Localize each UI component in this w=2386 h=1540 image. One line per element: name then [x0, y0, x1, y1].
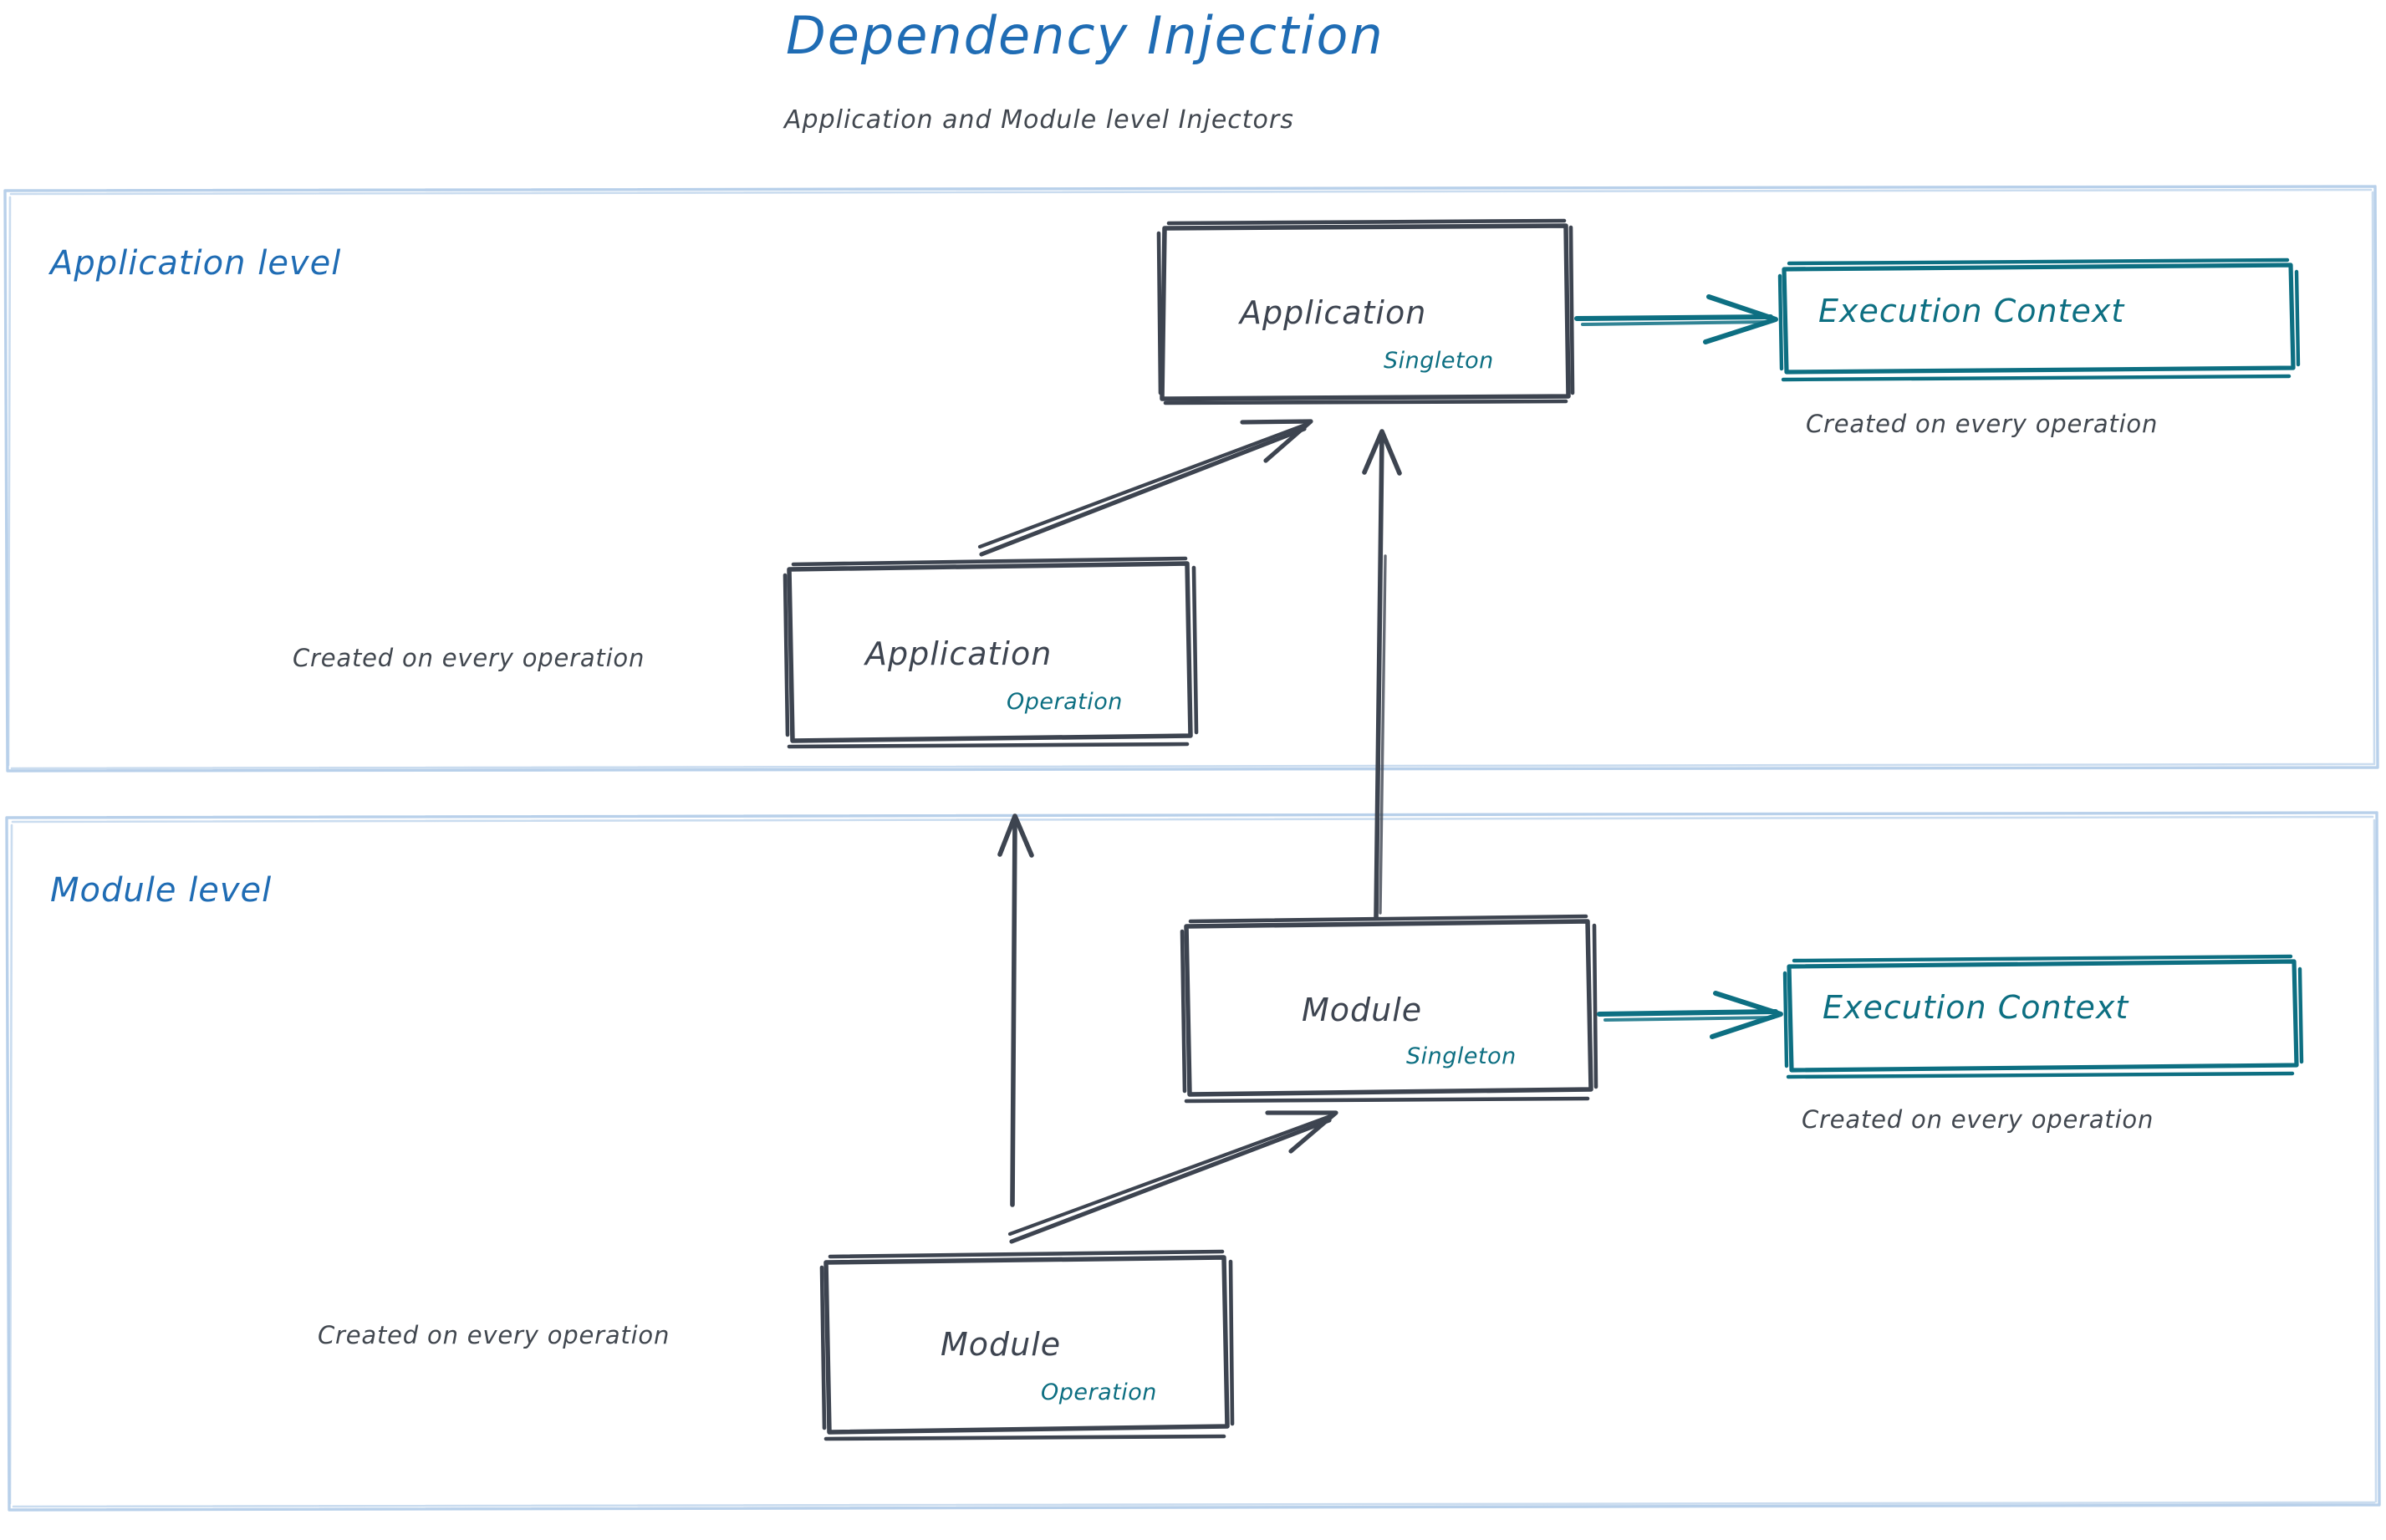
edge-module-operation-to-module-singleton	[1007, 1110, 1338, 1244]
node-label-execution-context-module: Execution Context	[1823, 989, 2129, 1026]
edge-module-singleton-to-app-singleton	[1362, 429, 1402, 920]
node-scope-module-operation: Operation	[1041, 1379, 1157, 1405]
node-label-module-singleton: Module	[1302, 992, 1423, 1028]
node-scope-module-singleton: Singleton	[1406, 1043, 1517, 1069]
caption-execution-context-application: Created on every operation	[1806, 410, 2159, 438]
edge-app-singleton-to-exec-ctx	[1574, 294, 1778, 344]
page-subtitle: Application and Module level Injectors	[784, 105, 1294, 135]
caption-module-operation: Created on every operation	[318, 1321, 670, 1349]
node-label-application-singleton: Application	[1240, 294, 1427, 331]
node-label-module-operation: Module	[941, 1326, 1062, 1363]
page-title: Dependency Injection	[786, 5, 1384, 66]
edge-module-singleton-to-exec-ctx	[1597, 991, 1783, 1039]
caption-application-operation: Created on every operation	[293, 644, 645, 672]
container-module-level	[5, 811, 2381, 1512]
container-application-level	[3, 185, 2379, 773]
container-label-application-level: Application level	[50, 244, 342, 283]
node-label-application-operation: Application	[865, 635, 1053, 672]
node-scope-application-singleton: Singleton	[1384, 348, 1494, 374]
edge-module-operation-to-app-operation	[997, 813, 1034, 1207]
container-label-module-level: Module level	[50, 871, 273, 910]
node-label-execution-context-application: Execution Context	[1818, 293, 2125, 329]
node-scope-application-operation: Operation	[1007, 689, 1123, 715]
caption-execution-context-module: Created on every operation	[1802, 1105, 2154, 1134]
edge-app-operation-to-app-singleton	[977, 419, 1313, 557]
